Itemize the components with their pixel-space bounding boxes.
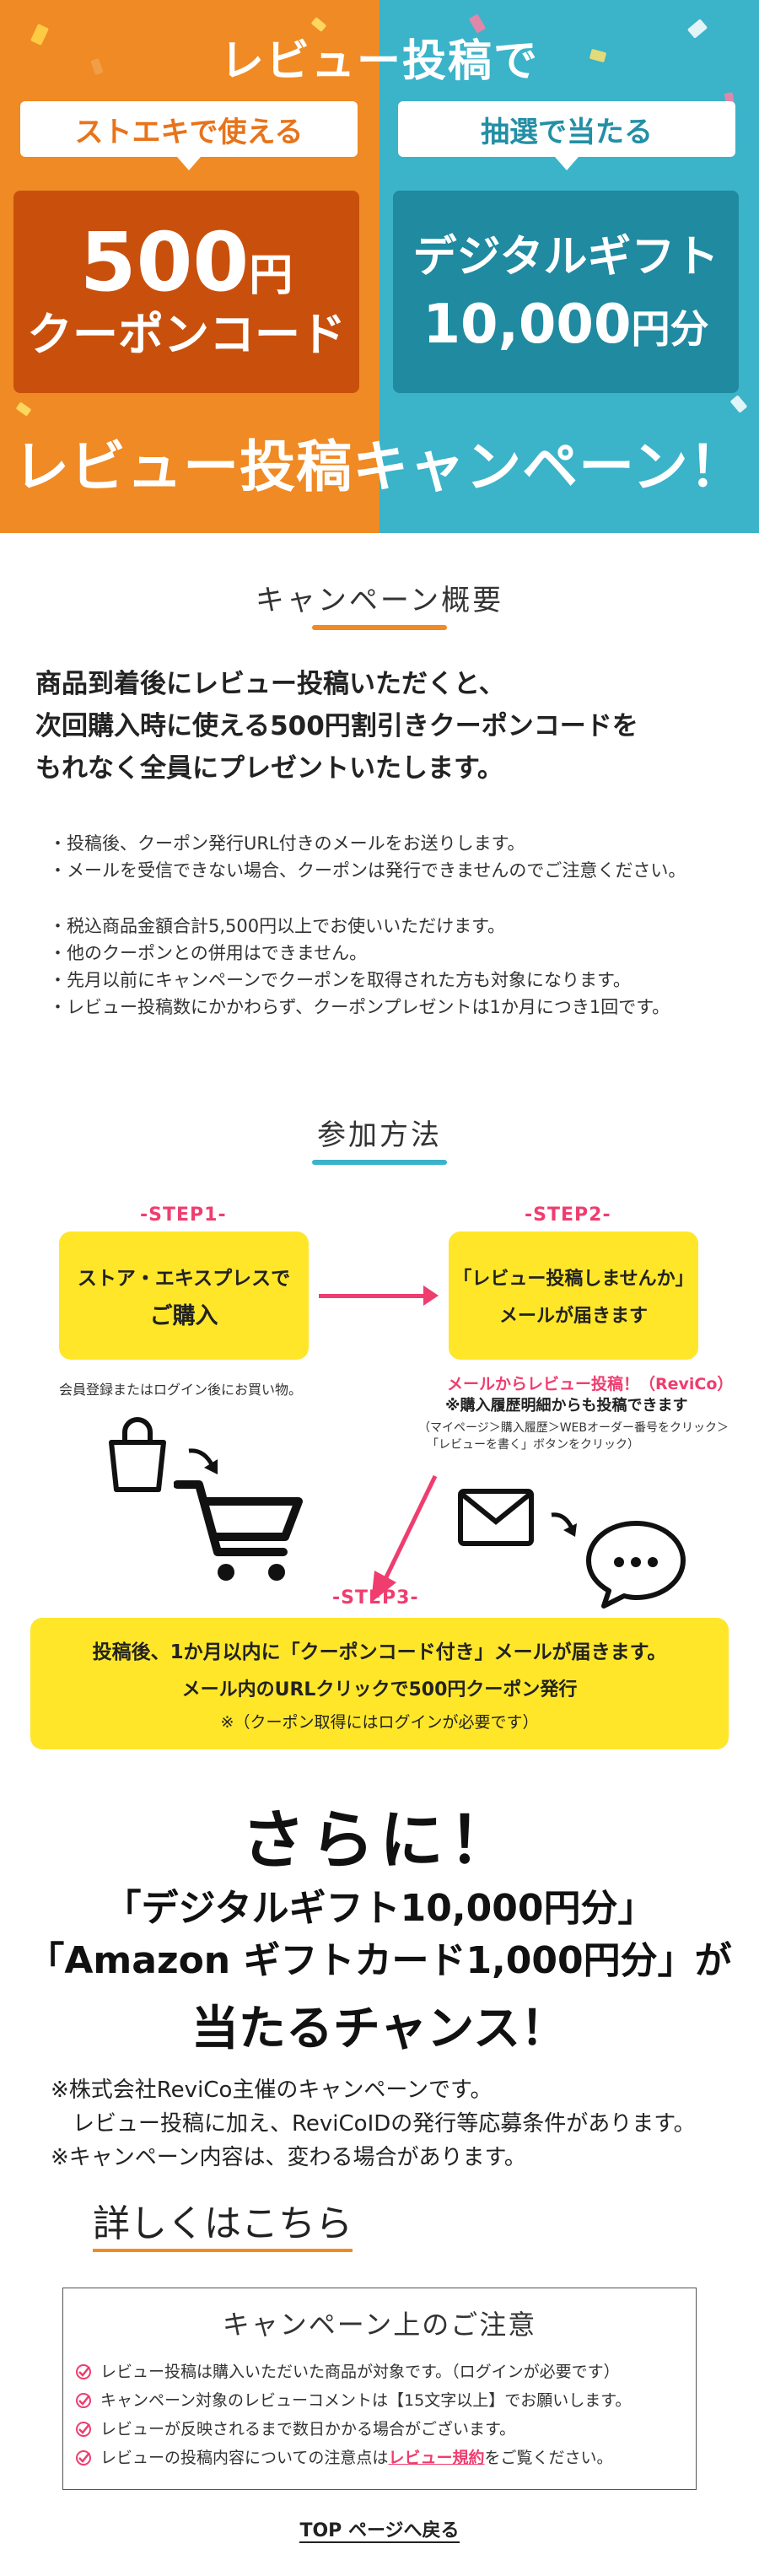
step2-path-note-2: 「レビューを書く」ボタンをクリック） — [427, 1438, 639, 1452]
cart-icon — [174, 1480, 303, 1581]
mail-icon — [458, 1489, 534, 1546]
caution-title: キャンペーン上のご注意 — [222, 2309, 537, 2341]
method-heading: 参加方法 — [0, 1112, 759, 1165]
speech-bubble-icon — [586, 1521, 686, 1609]
check-circle-icon — [76, 2450, 91, 2466]
caution-item: レビューの投稿内容についての注意点はレビュー規約をご覧ください。 — [75, 2444, 691, 2472]
hero-title: レビュー投稿で — [219, 36, 539, 87]
arrow-curve-icon — [551, 1512, 577, 1537]
lottery-pill: 抽選で当たる — [398, 101, 735, 170]
coupon-amount: 500円 — [79, 214, 293, 310]
campaign-title: レビュー投稿キャンペーン！ — [13, 434, 746, 499]
step3-box: 投稿後、1か月以内に「クーポンコード付き」メールが届きます。 メール内のURLク… — [30, 1618, 729, 1749]
arrow-down-left-icon — [371, 1474, 438, 1603]
overview-notes-1: ・投稿後、クーポン発行URL付きのメールをお送りします。 ・メールを受信できない… — [49, 833, 686, 881]
overview-heading: キャンペーン概要 — [0, 577, 759, 630]
check-circle-icon — [76, 2422, 91, 2437]
coupon-box: 500円 クーポンコード — [13, 191, 359, 393]
step1-label: -STEP1- — [140, 1204, 227, 1226]
footer: TOP ページへ戻る — [0, 2515, 759, 2543]
step3-label: -STEP3- — [332, 1587, 419, 1609]
heading-underline — [312, 625, 447, 630]
digital-gift-label: デジタルギフト — [412, 232, 719, 283]
step1-note: 会員登録またはログイン後にお買い物。 — [59, 1382, 303, 1398]
caution-item: レビュー投稿は購入いただいた商品が対象です。（ログインが必要です） — [75, 2358, 691, 2386]
campaign-fine-print: ※株式会社ReviCo主催のキャンペーンです。 レビュー投稿に加え、ReviCo… — [51, 2078, 696, 2170]
chance-heading: 当たるチャンス！ — [191, 2002, 568, 2056]
arrow-right-icon — [319, 1285, 439, 1306]
check-circle-icon — [76, 2393, 91, 2408]
step2-history-note: ※購入履歴明細からも投稿できます — [445, 1397, 688, 1415]
caution-item: キャンペーン対象のレビューコメントは【15文字以上】でお願いします。 — [75, 2386, 691, 2415]
heading-underline — [312, 1160, 447, 1165]
overview-intro: 商品到着後にレビュー投稿いただくと、 次回購入時に使える500円割引きクーポンコ… — [35, 669, 638, 784]
details-link[interactable]: 詳しくはこちら — [93, 2193, 353, 2252]
gift-box: デジタルギフト 10,000円分 — [393, 191, 739, 393]
shopping-bag-icon — [109, 1417, 166, 1492]
gift-amount: 10,000円分 — [423, 293, 709, 356]
review-terms-link[interactable]: レビュー規約 — [388, 2449, 485, 2467]
coupon-pill: ストエキで使える — [20, 101, 358, 170]
overview-notes-2: ・税込商品金額合計5,500円以上でお使いいただけます。 ・他のクーポンとの併用… — [49, 916, 670, 1017]
top-page-link[interactable]: TOP ページへ戻る — [299, 2520, 460, 2543]
step2-label: -STEP2- — [525, 1204, 611, 1226]
hero-banner: レビュー投稿で ストエキで使える 抽選で当たる 500円 クーポンコード デジタ… — [0, 0, 759, 533]
coupon-code-label: クーポンコード — [27, 307, 346, 361]
digital-gift-prize: 「デジタルギフト10,000円分」 — [104, 1887, 655, 1930]
caution-box: キャンペーン上のご注意 レビュー投稿は購入いただいた商品が対象です。（ログインが… — [62, 2288, 697, 2490]
sarani-heading: さらに！ — [241, 1803, 518, 1878]
arrow-curve-icon — [188, 1448, 218, 1474]
caution-item: レビューが反映されるまで数日かかる場合がございます。 — [75, 2415, 691, 2444]
caution-list: レビュー投稿は購入いただいた商品が対象です。（ログインが必要です） キャンペーン… — [75, 2358, 691, 2472]
step2-path-note-1: （マイページ＞購入履歴＞WEBオーダー番号をクリック＞ — [418, 1421, 729, 1435]
step2-review-note: メールからレビュー投稿！（ReviCo） — [447, 1375, 734, 1393]
check-circle-icon — [76, 2364, 91, 2379]
step2-box: 「レビュー投稿しませんか」 メールが届きます — [449, 1231, 698, 1360]
step1-box: ストア・エキスプレスで ご購入 — [59, 1231, 309, 1360]
amazon-gift-prize: 「Amazon ギフトカード1,000円分」が — [27, 1939, 732, 1982]
